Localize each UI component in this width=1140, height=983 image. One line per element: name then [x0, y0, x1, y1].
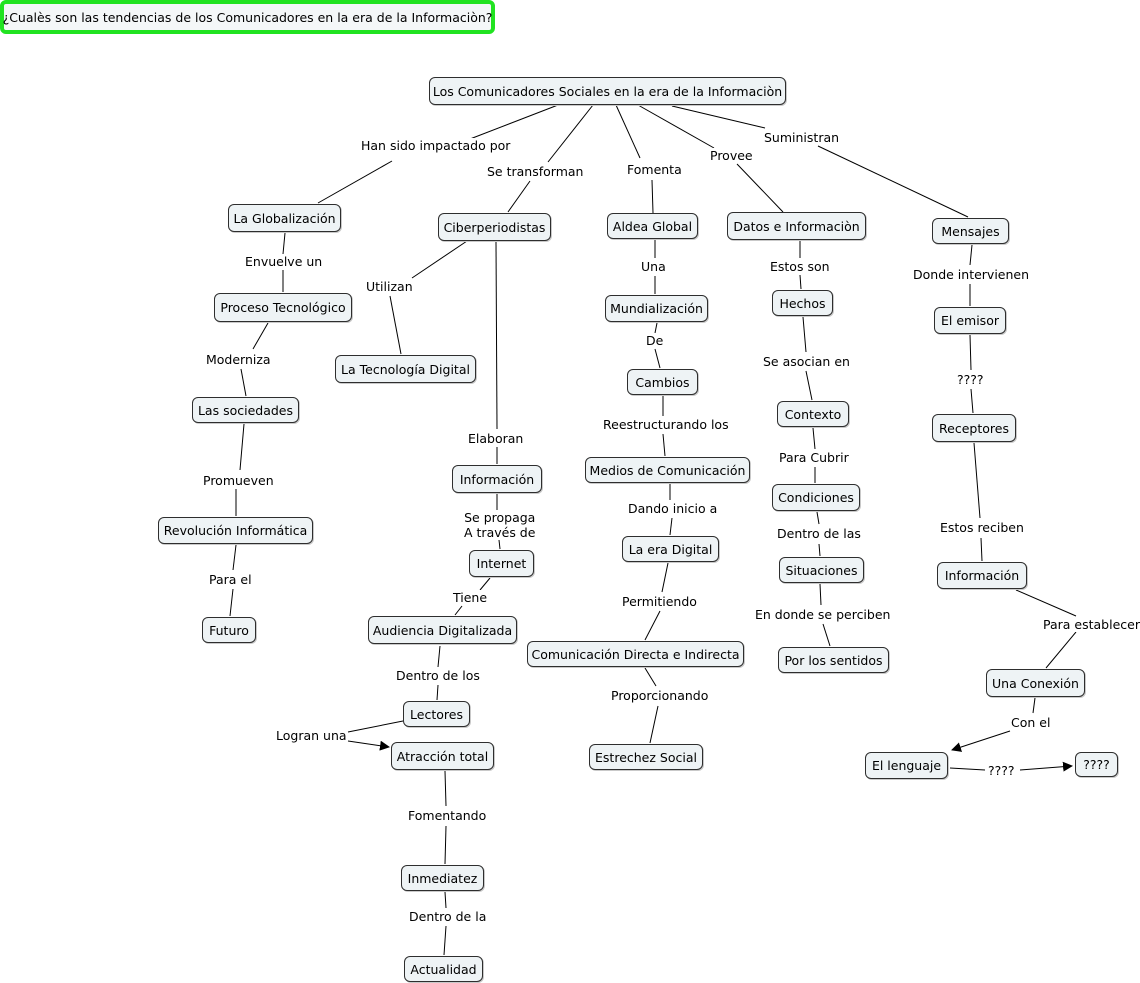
link-label: Fomentando — [408, 808, 487, 823]
concept-atraccion[interactable]: Atracción total — [391, 742, 494, 770]
link-label: Provee — [710, 148, 753, 163]
concept-estrechez[interactable]: Estrechez Social — [589, 744, 703, 770]
concept-informacion-receptores[interactable]: Información — [937, 562, 1027, 589]
link-label: Fomenta — [627, 162, 682, 177]
link-label: Con el — [1011, 715, 1051, 730]
concept-aldea-global[interactable]: Aldea Global — [607, 213, 698, 239]
link-label: Han sido impactado por — [361, 138, 511, 153]
link-label: ???? — [988, 763, 1015, 778]
link-label: Suministran — [764, 130, 840, 145]
concept-mensajes[interactable]: Mensajes — [932, 218, 1009, 244]
concept-inmediatez[interactable]: Inmediatez — [401, 865, 484, 891]
link-label: Envuelve un — [245, 254, 323, 269]
link-label: Se propaga A través de — [464, 510, 536, 540]
link-label: Elaboran — [468, 431, 524, 446]
concept-situaciones[interactable]: Situaciones — [779, 557, 864, 583]
concept-ciberperiodistas[interactable]: Ciberperiodistas — [438, 213, 551, 241]
concept-globalizacion[interactable]: La Globalización — [228, 204, 341, 232]
link-label: Una — [641, 259, 666, 274]
concept-root[interactable]: Los Comunicadores Sociales en la era de … — [429, 77, 786, 105]
link-label: Para establecer — [1043, 617, 1140, 632]
concept-cambios[interactable]: Cambios — [627, 369, 698, 395]
concept-informacion-ciber[interactable]: Información — [452, 465, 542, 493]
concept-era-digital[interactable]: La era Digital — [622, 536, 719, 562]
link-label: Estos reciben — [940, 520, 1024, 535]
concept-contexto[interactable]: Contexto — [777, 401, 849, 427]
link-label: De — [646, 333, 664, 348]
link-label: Se transforman — [487, 164, 584, 179]
concept-incognita[interactable]: ???? — [1075, 752, 1118, 777]
link-label: Dentro de las — [777, 526, 861, 541]
concept-comunicacion[interactable]: Comunicación Directa e Indirecta — [527, 641, 744, 667]
focus-question: ¿Cualès son las tendencias de los Comuni… — [0, 0, 495, 34]
concept-medios[interactable]: Medios de Comunicación — [585, 457, 750, 483]
link-label: Para Cubrir — [779, 450, 849, 465]
concept-audiencia[interactable]: Audiencia Digitalizada — [368, 616, 517, 644]
link-label: Proporcionando — [611, 688, 709, 703]
link-label: ???? — [957, 372, 984, 387]
link-label: Promueven — [203, 473, 274, 488]
link-label: Dentro de los — [396, 668, 480, 683]
link-label: Logran una — [276, 728, 347, 743]
concept-futuro[interactable]: Futuro — [202, 617, 256, 643]
link-label: Reestructurando los — [603, 417, 729, 432]
link-label: Utilizan — [366, 279, 413, 294]
link-label: Estos son — [770, 259, 830, 274]
concept-revolucion[interactable]: Revolución Informática — [158, 517, 313, 544]
concept-tecnologia-digital[interactable]: La Tecnología Digital — [335, 355, 476, 383]
link-label: Dentro de la — [409, 909, 487, 924]
concept-condiciones[interactable]: Condiciones — [772, 484, 860, 511]
link-label: Moderniza — [206, 352, 271, 367]
concept-receptores[interactable]: Receptores — [932, 414, 1016, 442]
link-label: Tiene — [453, 590, 488, 605]
link-label: En donde se perciben — [755, 607, 891, 622]
link-label: Se asocian en — [763, 354, 850, 369]
concept-internet[interactable]: Internet — [469, 550, 534, 577]
link-label: Permitiendo — [622, 594, 697, 609]
link-label: Dando inicio a — [628, 501, 718, 516]
concept-sociedades[interactable]: Las sociedades — [192, 397, 299, 423]
concept-proceso-tecnologico[interactable]: Proceso Tecnológico — [214, 293, 352, 322]
concept-actualidad[interactable]: Actualidad — [404, 956, 483, 982]
concept-datos[interactable]: Datos e Informaciòn — [727, 212, 866, 240]
concept-mundializacion[interactable]: Mundialización — [605, 295, 708, 322]
concept-conexion[interactable]: Una Conexión — [986, 669, 1085, 697]
concept-hechos[interactable]: Hechos — [772, 290, 833, 316]
concept-emisor[interactable]: El emisor — [934, 307, 1006, 334]
concept-lenguaje[interactable]: El lenguaje — [865, 752, 948, 779]
concept-sentidos[interactable]: Por los sentidos — [778, 647, 889, 673]
link-label: Donde intervienen — [913, 267, 1030, 282]
link-label: Para el — [209, 572, 252, 587]
concept-lectores[interactable]: Lectores — [403, 701, 470, 727]
